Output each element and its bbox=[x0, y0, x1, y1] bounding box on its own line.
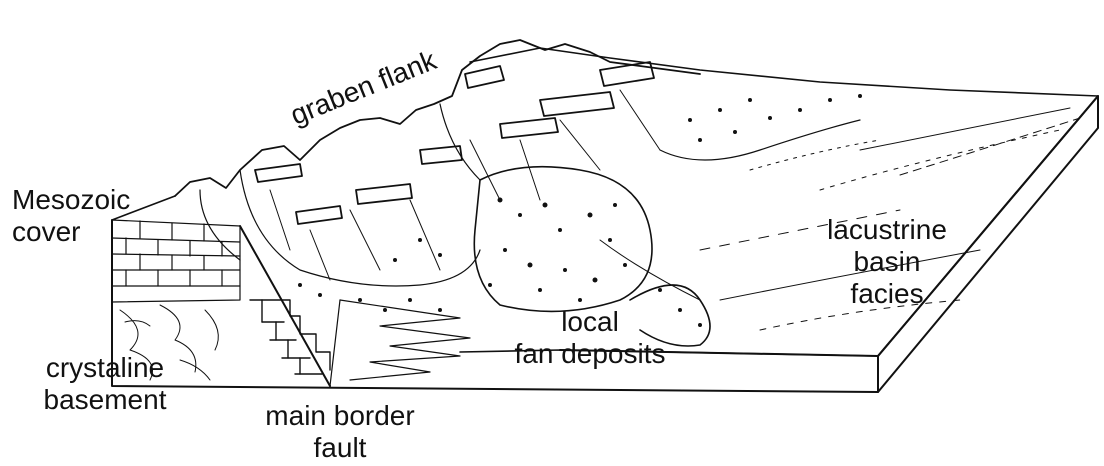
crystaline-basement-label: crystaline basement bbox=[20, 352, 190, 416]
pebble-dots bbox=[298, 94, 862, 327]
main-border-fault-line-2: fault bbox=[240, 432, 440, 464]
main-border-fault-label: main border fault bbox=[240, 400, 440, 464]
local-fan-deposits-line-2: fan deposits bbox=[492, 338, 688, 370]
local-fan-deposits-label: local fan deposits bbox=[492, 306, 688, 370]
mesozoic-cover-label-line-2: cover bbox=[12, 216, 130, 248]
main-border-fault bbox=[240, 226, 330, 386]
lacustrine-basin-facies-line-2: basin bbox=[812, 246, 962, 278]
crystaline-basement-line-1: crystaline bbox=[20, 352, 190, 384]
mesozoic-cover-label-line-1: Mesozoic bbox=[12, 184, 130, 216]
mesozoic-cover-label: Mesozoic cover bbox=[12, 184, 130, 248]
fan-deposit-wedges bbox=[330, 300, 470, 386]
lacustrine-basin-facies-line-1: lacustrine bbox=[812, 214, 962, 246]
graben-flank-ridge bbox=[175, 40, 860, 286]
main-border-fault-line-1: main border bbox=[240, 400, 440, 432]
local-fan-deposits-line-1: local bbox=[492, 306, 688, 338]
mesozoic-cover-strata bbox=[112, 220, 240, 302]
crystaline-basement-line-2: basement bbox=[20, 384, 190, 416]
lacustrine-basin-facies-label: lacustrine basin facies bbox=[812, 214, 962, 310]
lacustrine-basin-facies-line-3: facies bbox=[812, 278, 962, 310]
